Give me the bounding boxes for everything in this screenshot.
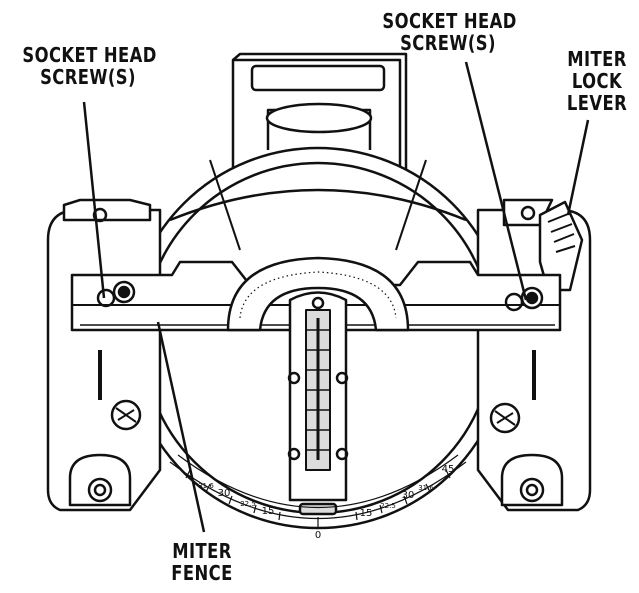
degree-scale <box>169 454 467 527</box>
kerf-plate <box>287 291 349 516</box>
scale-label: 22.5 <box>240 500 256 508</box>
bevel-arc <box>226 256 410 332</box>
miter-lock-lever-label: MITER LOCK LEVER <box>563 48 632 114</box>
scale-label: 30 <box>218 488 231 499</box>
miter-lock-lever <box>538 200 584 292</box>
label-line: SCREW(S) <box>400 31 496 55</box>
scale-label: 22.5 <box>380 502 396 510</box>
label-line: MITER <box>172 539 232 563</box>
scale-label: 31.6 <box>418 484 434 492</box>
label-line: SOCKET HEAD <box>22 43 157 67</box>
socket-head-screws-right-label: SOCKET HEAD SCREW(S) <box>382 9 517 55</box>
scale-label: 15 <box>360 508 373 519</box>
miter-fence-label: MITER FENCE <box>169 540 235 584</box>
scale-label: 15 <box>262 506 275 517</box>
label-line: SOCKET HEAD <box>382 9 517 33</box>
scale-label: 45 <box>442 464 455 475</box>
label-line: LEVER <box>566 91 628 115</box>
scale-label: 31.6 <box>198 482 214 490</box>
socket-head-screws-left-label: SOCKET HEAD SCREW(S) <box>22 43 157 89</box>
label-line: LOCK <box>571 69 623 93</box>
scale-label-zero: 0 <box>315 530 321 541</box>
scale-label: 30 <box>402 490 415 501</box>
label-line: MITER <box>567 47 627 71</box>
label-line: SCREW(S) <box>40 65 136 89</box>
leader-lines <box>82 61 590 533</box>
label-line: FENCE <box>171 561 233 585</box>
